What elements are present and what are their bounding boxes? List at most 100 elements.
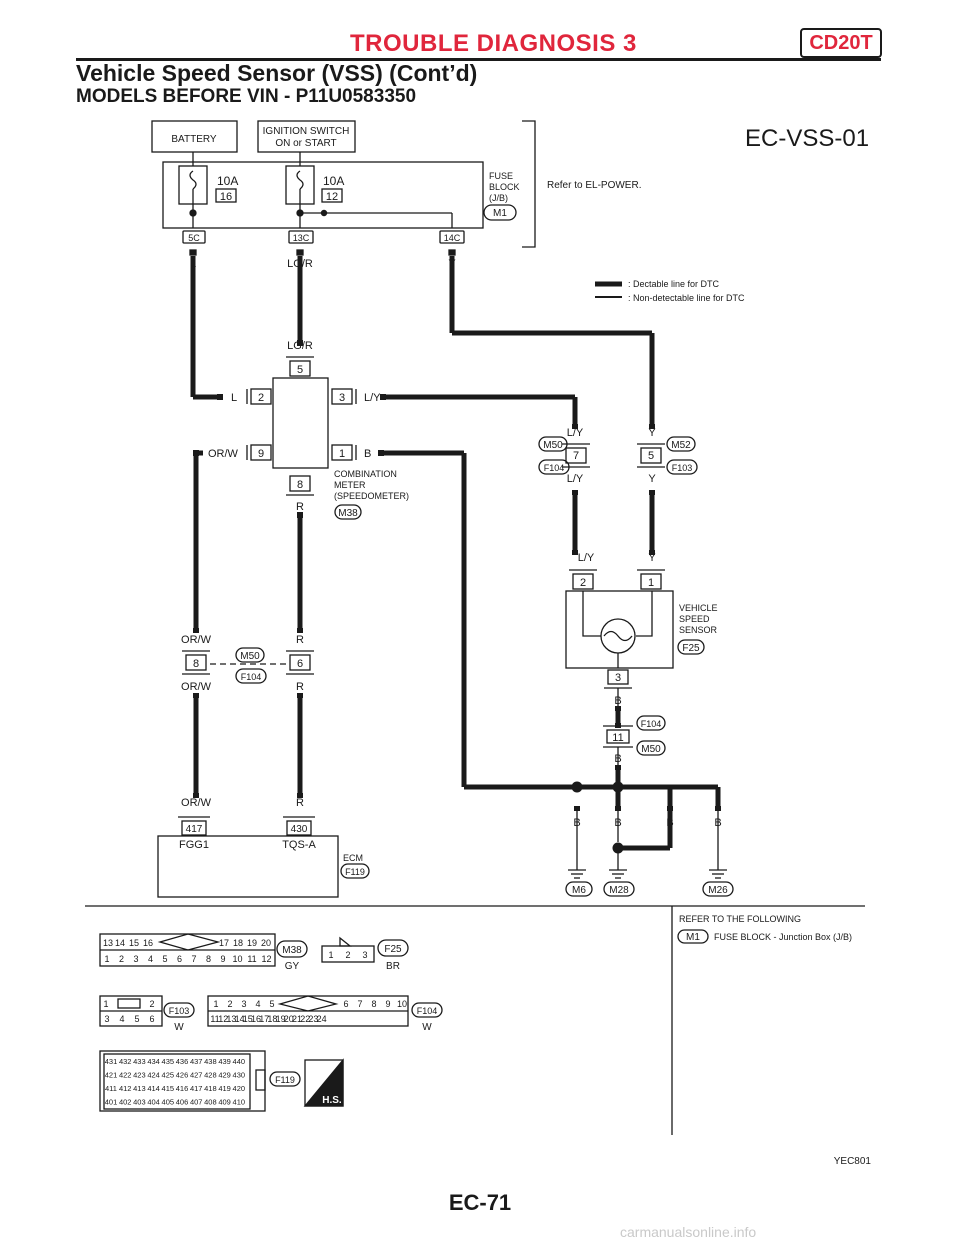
connector-pin: 424 xyxy=(147,1071,160,1080)
connector-pin: 15 xyxy=(129,938,139,948)
refer-following-connector: M1 xyxy=(686,932,700,943)
connector-pin: 401 xyxy=(105,1098,118,1107)
connector-pin: 439 xyxy=(218,1057,231,1066)
header-rule xyxy=(76,58,881,61)
connector-pin: 408 xyxy=(204,1098,217,1107)
ecm-tqs-a: TQS-A xyxy=(282,839,316,851)
legend-non-detectable: : Non-detectable line for DTC xyxy=(628,293,745,303)
meter-label-2: METER xyxy=(334,480,366,490)
connector-pin: 440 xyxy=(233,1057,246,1066)
connector-pin: 4 xyxy=(119,1014,124,1024)
ground-wire-b-1: B xyxy=(573,817,580,829)
connector-f103-color: W xyxy=(174,1022,184,1033)
connector-pin: 429 xyxy=(218,1071,231,1080)
wire-label-ly-2: L/Y xyxy=(567,473,584,485)
connector-pin: 18 xyxy=(267,1014,277,1024)
connector-pin: 22 xyxy=(300,1014,310,1024)
fuse-block-label-3: (J/B) xyxy=(489,193,508,203)
connector-pin: 438 xyxy=(204,1057,217,1066)
connector-pin: 9 xyxy=(385,999,390,1009)
wire-label-r-1: R xyxy=(296,634,304,646)
connector-pin: 5 xyxy=(134,1014,139,1024)
vss-label-1: VEHICLE xyxy=(679,603,718,613)
meter-pin-2: 2 xyxy=(258,392,264,404)
vehicle-speed-sensor-box xyxy=(565,590,674,669)
ecm-pin-417: 417 xyxy=(186,824,203,835)
wire-label-b-joint: B xyxy=(614,753,621,765)
connector-pin: 8 xyxy=(371,999,376,1009)
ground-m28: M28 xyxy=(609,885,629,896)
meter-connector: M38 xyxy=(338,508,358,519)
vss-connector: F25 xyxy=(682,643,700,654)
vss-pin-3: 3 xyxy=(615,672,621,684)
ground-m26: M26 xyxy=(708,885,728,896)
vss-pin-1: 1 xyxy=(648,577,654,589)
connector-pin: 1 xyxy=(104,954,109,964)
connector-pin: 410 xyxy=(233,1098,246,1107)
header-subtitle: Vehicle Speed Sensor (VSS) (Cont’d) xyxy=(76,60,478,86)
connector-pin: 422 xyxy=(119,1071,132,1080)
connector-pin: 2 xyxy=(149,999,154,1009)
joint-m50-1: M50 xyxy=(543,440,563,451)
connector-m38-color: GY xyxy=(285,961,300,972)
wire-label-l-meter: L xyxy=(231,392,237,404)
fuse2-number: 12 xyxy=(326,191,338,203)
connector-pin: 416 xyxy=(176,1084,189,1093)
page-number: EC-71 xyxy=(448,1190,512,1215)
fuse-block-label-1: FUSE xyxy=(489,171,513,181)
connector-pin: 20 xyxy=(261,938,271,948)
wire-label-ly-meter: L/Y xyxy=(364,392,381,404)
wire-label-y-2: Y xyxy=(648,473,656,485)
fuse1-number: 16 xyxy=(220,191,232,203)
wire-label-b-meter: B xyxy=(364,448,371,460)
refer-following-title: REFER TO THE FOLLOWING xyxy=(679,914,801,924)
connector-pin: 19 xyxy=(247,938,257,948)
ecm-fgg1: FGG1 xyxy=(179,839,209,851)
connector-pin: 419 xyxy=(218,1084,231,1093)
connector-m38-name: M38 xyxy=(282,945,302,956)
connector-pin: 11 xyxy=(210,1014,219,1024)
combination-meter-box xyxy=(272,377,329,469)
wire-label-orw-2: OR/W xyxy=(181,681,212,693)
connector-pin: 2 xyxy=(119,954,124,964)
connector-f25-color: BR xyxy=(386,961,400,972)
vss-pin-2: 2 xyxy=(580,577,586,589)
meter-pin-9: 9 xyxy=(258,448,264,460)
connector-pin: 409 xyxy=(218,1098,231,1107)
ground-wire-b-4: B xyxy=(714,817,721,829)
wire-label-r-meter: R xyxy=(296,501,304,513)
connector-f119-name: F119 xyxy=(275,1075,295,1085)
vss-label-3: SENSOR xyxy=(679,625,718,635)
connector-pin: 413 xyxy=(133,1084,146,1093)
connector-f104-color: W xyxy=(422,1022,432,1033)
connector-pin: 3 xyxy=(104,1014,109,1024)
connector-pin: 10 xyxy=(232,954,242,964)
wire-label-y-3: Y xyxy=(648,552,656,564)
connector-pin: 2 xyxy=(345,950,350,960)
wire-label-ly-1: L/Y xyxy=(567,427,584,439)
connector-pin: 2 xyxy=(227,999,232,1009)
wire-label-orw-meter: OR/W xyxy=(208,448,239,460)
connector-pin: 434 xyxy=(147,1057,160,1066)
wire-label-y-top: Y xyxy=(448,258,456,270)
joint-pin-11: 11 xyxy=(612,732,623,744)
ignition-label-line1: IGNITION SWITCH xyxy=(263,126,350,137)
connector-pin: 21 xyxy=(292,1014,302,1024)
connector-pin: 411 xyxy=(105,1084,117,1093)
wire-label-y-1: Y xyxy=(648,427,656,439)
wire-label-ly-3: L/Y xyxy=(578,552,595,564)
joint-f103: F103 xyxy=(672,463,693,473)
battery-label: BATTERY xyxy=(171,134,217,145)
connector-pin: 14 xyxy=(115,938,125,948)
connector-pin: 17 xyxy=(259,1014,269,1024)
wire-label-lgr-top: LG/R xyxy=(287,258,313,270)
connector-pin: 17 xyxy=(219,938,229,948)
refer-el-power: Refer to EL-POWER. xyxy=(547,180,641,191)
terminal-14c: 14C xyxy=(444,233,461,243)
fuse-block-box xyxy=(162,161,484,229)
joint-f104-3: F104 xyxy=(241,672,262,682)
connector-pin: 427 xyxy=(190,1071,203,1080)
connector-pin: 16 xyxy=(251,1014,261,1024)
fuse-block-connector: M1 xyxy=(493,208,507,219)
